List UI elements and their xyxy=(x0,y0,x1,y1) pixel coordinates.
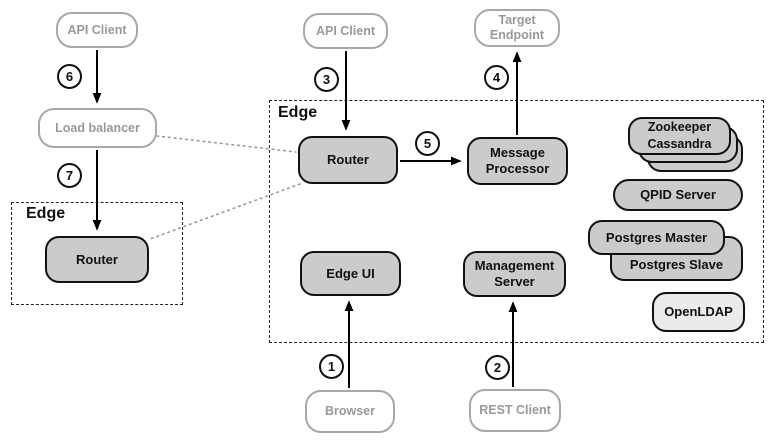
step-badge-1: 1 xyxy=(319,354,344,379)
node-message-processor: Message Processor xyxy=(467,137,568,185)
node-label: API Client xyxy=(315,23,376,38)
node-router-left: Router xyxy=(45,236,149,283)
node-openldap: OpenLDAP xyxy=(652,292,745,332)
node-label: Postgres Slave xyxy=(629,257,724,272)
edge-group-left-label: Edge xyxy=(26,205,66,222)
step-badge-3: 3 xyxy=(314,67,339,92)
node-label: Router xyxy=(327,152,369,167)
node-router-main: Router xyxy=(298,136,398,184)
node-postgres-master: Postgres Master xyxy=(588,220,725,255)
step-badge-5: 5 xyxy=(415,131,440,156)
step-badge-4: 4 xyxy=(484,65,509,90)
dotted-link-router-router xyxy=(149,183,301,240)
node-label-line2: Server xyxy=(494,274,535,289)
node-label-line1: Zookeeper xyxy=(647,120,712,134)
node-management-server: Management Server xyxy=(463,251,566,297)
node-api-client-middle: API Client xyxy=(303,13,388,49)
node-api-client-left: API Client xyxy=(56,12,138,48)
node-label: Edge UI xyxy=(326,265,375,281)
node-target-endpoint: Target Endpoint xyxy=(474,9,560,47)
node-label: OpenLDAP xyxy=(664,304,733,319)
node-label-line2: Endpoint xyxy=(489,28,545,42)
node-load-balancer: Load balancer xyxy=(38,108,157,148)
dotted-link-loadbalancer-router xyxy=(156,135,297,153)
step-badge-2: 2 xyxy=(485,355,510,380)
node-label: API Client xyxy=(67,22,127,37)
node-label-line1: Message xyxy=(490,145,545,160)
node-rest-client: REST Client xyxy=(469,389,561,432)
node-label-line2: Cassandra xyxy=(647,137,712,151)
node-browser: Browser xyxy=(305,390,395,433)
step-badge-6: 6 xyxy=(57,64,82,89)
node-edge-ui: Edge UI xyxy=(300,251,401,296)
node-label: Load balancer xyxy=(55,120,140,135)
edge-group-main-label: Edge xyxy=(278,104,318,121)
node-label: REST Client xyxy=(479,403,551,417)
node-label-line2: Processor xyxy=(485,161,550,176)
node-qpid-server: QPID Server xyxy=(613,179,743,211)
node-label: Browser xyxy=(324,404,376,418)
node-label: QPID Server xyxy=(640,187,716,202)
node-label: Router xyxy=(76,251,118,267)
step-badge-7: 7 xyxy=(57,163,82,188)
node-label-line1: Target xyxy=(498,13,536,27)
node-label: Postgres Master xyxy=(605,229,708,245)
node-label-line1: Management xyxy=(474,258,555,273)
node-zookeeper-cassandra: Zookeeper Cassandra xyxy=(628,117,731,155)
